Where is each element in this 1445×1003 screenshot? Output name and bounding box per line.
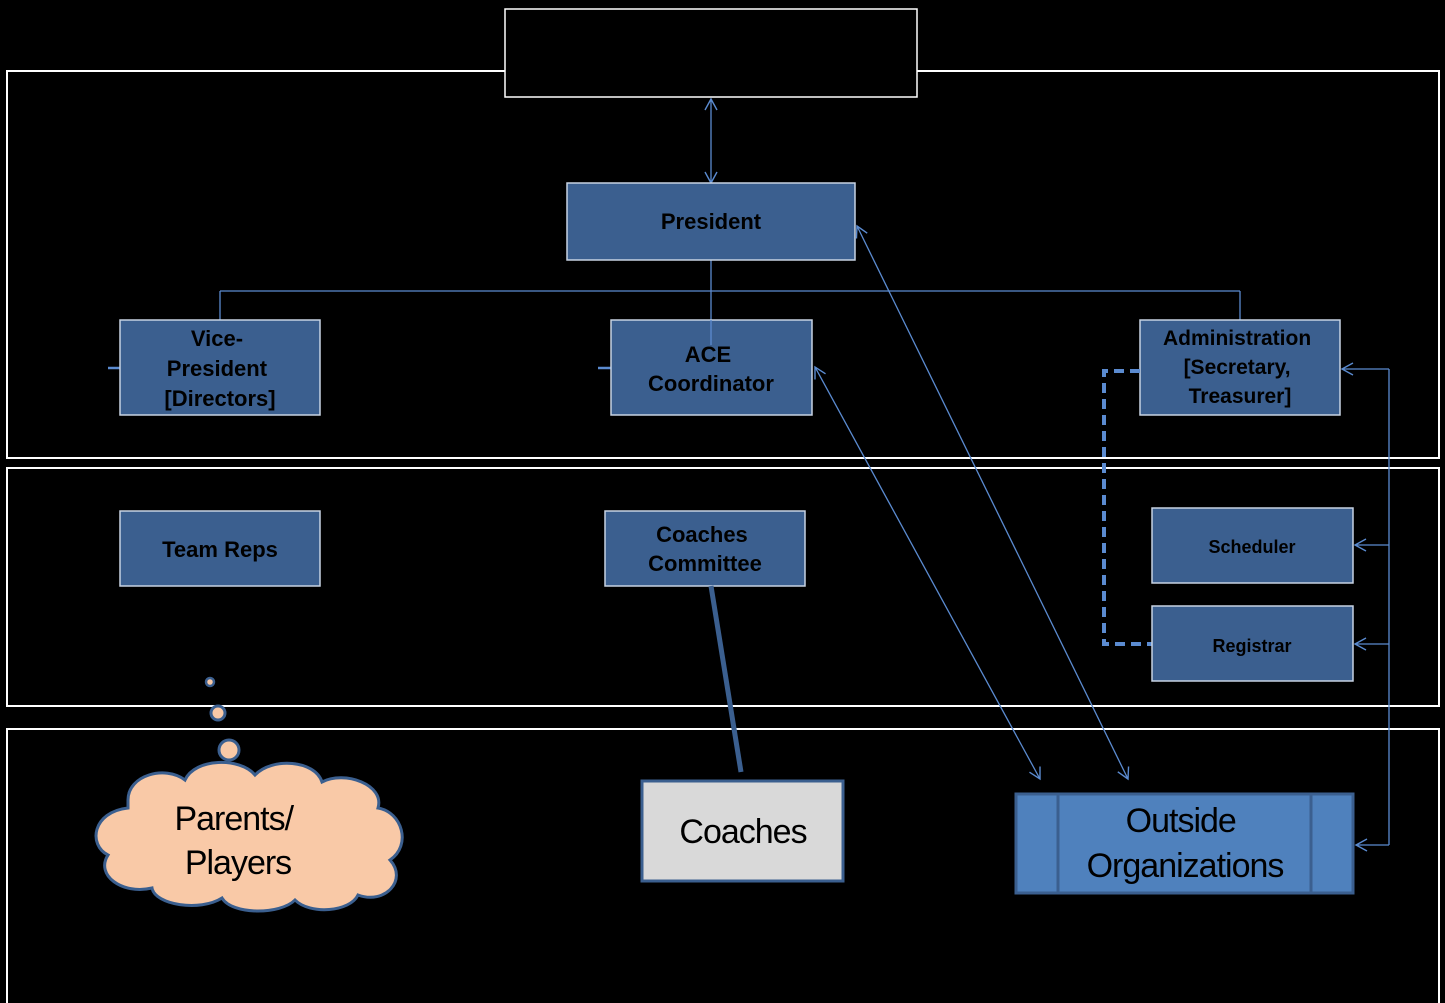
coaches-committee-label-line-2: Committee xyxy=(648,551,762,576)
parents-players-cloud: Parents/ Players xyxy=(94,761,404,913)
cloud-shape xyxy=(94,761,404,913)
vice-president-box xyxy=(119,319,321,416)
coaches-label: Coaches xyxy=(679,813,806,851)
outside-organizations-frame xyxy=(1014,792,1355,895)
thought-bubble-large xyxy=(217,738,241,762)
registrar-label: Registrar xyxy=(1212,636,1291,656)
vice-president-label-line-3: [Directors] xyxy=(164,386,275,411)
team-reps-label: Team Reps xyxy=(162,537,278,562)
president-label: President xyxy=(661,209,762,234)
scheduler-box xyxy=(1151,507,1354,584)
coaches-committee-label-line-1: Coaches xyxy=(656,522,748,547)
outside-organizations-label-line-1: Outside xyxy=(1126,802,1236,840)
parents-players-label: Parents/ Players xyxy=(174,800,301,882)
ace-coordinator-label-line-1: ACE xyxy=(685,342,731,367)
administration-label: Administration [Secretary, Treasurer] xyxy=(1163,327,1317,408)
outside-organizations-box: Outside Organizations xyxy=(1014,792,1355,895)
thought-bubble-medium xyxy=(209,704,227,722)
ace-coordinator-box xyxy=(610,319,813,416)
committee-coaches-connector xyxy=(708,585,744,773)
administration-box xyxy=(1139,319,1341,416)
vice-president-label-line-2: President xyxy=(167,356,268,381)
vice-president-label: Vice- President [Directors] xyxy=(164,326,275,411)
coaches-committee-box xyxy=(604,510,806,587)
outside-organizations-label: Outside Organizations xyxy=(1087,802,1284,885)
coaches-committee-label: Coaches Committee xyxy=(648,522,762,576)
top-governing-box xyxy=(504,8,918,98)
president-box xyxy=(566,182,856,261)
thought-bubble-small xyxy=(204,676,216,688)
registrar-box xyxy=(1151,605,1354,682)
ace-coordinator-label-line-2: Coordinator xyxy=(648,371,774,396)
administration-label-line-2: [Secretary, xyxy=(1184,356,1291,379)
ace-outside-connector xyxy=(814,365,1041,781)
outside-organizations-label-line-2: Organizations xyxy=(1087,847,1284,885)
administration-label-line-1: Administration xyxy=(1163,327,1311,350)
administration-label-line-3: Treasurer] xyxy=(1189,385,1292,408)
parents-players-label-line-2: Players xyxy=(185,844,291,882)
vice-president-label-line-1: Vice- xyxy=(191,326,243,351)
team-reps-box xyxy=(119,510,321,587)
parents-players-label-line-1: Parents/ xyxy=(174,800,294,838)
scheduler-label: Scheduler xyxy=(1208,537,1295,557)
coaches-box xyxy=(640,779,845,883)
ace-coordinator-label: ACE Coordinator xyxy=(648,342,774,396)
